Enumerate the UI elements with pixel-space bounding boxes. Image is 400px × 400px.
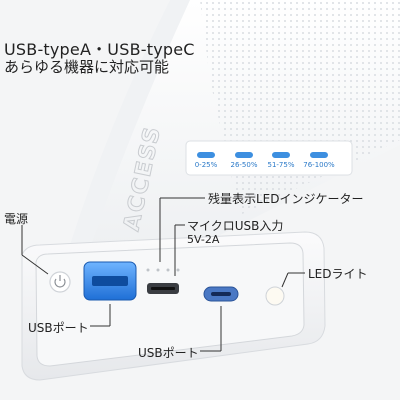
- micro-usb-spec: 5V-2A: [187, 233, 220, 246]
- power-icon: [54, 275, 66, 288]
- indicator-label: 残量表示LEDインジケーター: [208, 192, 364, 206]
- usb-port-c-label: USBポート: [138, 346, 199, 360]
- headline-compatibility: あらゆる機器に対応可能: [4, 58, 170, 76]
- level-label-2: 26-50%: [230, 161, 258, 169]
- level-indicator-1: [197, 152, 215, 158]
- level-label-4: 76-100%: [303, 161, 335, 169]
- level-label-1: 0-25%: [194, 161, 218, 169]
- power-button: [49, 271, 71, 293]
- micro-usb-label: マイクロUSB入力: [187, 219, 284, 233]
- level-label-3: 51-75%: [267, 161, 295, 169]
- level-indicator-4: [310, 152, 328, 158]
- power-label: 電源: [4, 212, 29, 226]
- level-indicator-3: [272, 152, 290, 158]
- usb-port-a-label: USBポート: [28, 321, 89, 335]
- headline-ports: USB-typeA・USB-typeC: [4, 40, 195, 59]
- led-light-label: LEDライト: [308, 267, 368, 281]
- indicator-strip: [185, 140, 353, 176]
- level-indicator-2: [235, 152, 253, 158]
- led-light: [265, 286, 285, 306]
